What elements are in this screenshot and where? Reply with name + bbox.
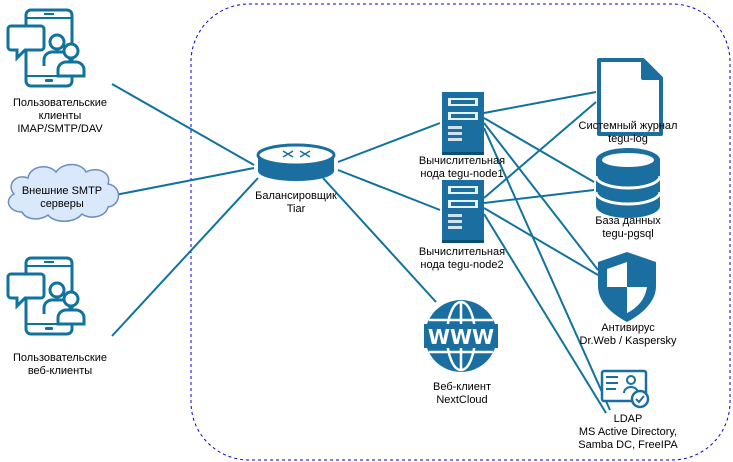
id-card-icon — [600, 369, 650, 409]
web-clients-label: Пользовательские веб-клиенты — [2, 352, 118, 378]
database-label: База данных tegu-pgsql — [566, 215, 690, 241]
database-label-line2: tegu-pgsql — [602, 228, 654, 240]
database-icon — [594, 148, 662, 218]
antivirus-label: Антивирус Dr.Web / Kaspersky — [566, 322, 690, 348]
node2-label: Вычислительная нода tegu-node2 — [406, 246, 518, 272]
nextcloud-label-line2: NextCloud — [436, 394, 488, 406]
ldap-label-line3: Samba DC, FreeIPA — [578, 439, 678, 451]
link-node1-ldap — [483, 127, 611, 411]
link-imap-balancer — [111, 83, 255, 166]
balancer-label: Балансировщик Tiar — [246, 190, 346, 216]
connection-lines — [111, 83, 611, 414]
link-node2-database — [483, 189, 595, 204]
link-web-balancer — [111, 177, 259, 337]
mobile-users-icon — [6, 8, 86, 88]
imap-clients-label-line1: Пользовательские — [13, 97, 107, 109]
link-node2-antivirus — [483, 207, 599, 276]
document-icon — [597, 58, 663, 136]
imap-clients-label: Пользовательские клиенты IMAP/SMTP/DAV — [2, 97, 118, 136]
link-balancer-nextcloud — [322, 177, 437, 303]
link-node2-syslog — [483, 101, 597, 199]
web-clients-label-line2: веб-клиенты — [27, 365, 93, 377]
database-label-line1: База данных — [595, 215, 661, 227]
smtp-servers-label: Внешние SMTP серверы — [4, 185, 120, 211]
node2-label-line2: нода tegu-node2 — [420, 259, 504, 271]
link-node1-syslog — [483, 91, 597, 114]
smtp-servers-label-line1: Внешние SMTP — [21, 185, 103, 197]
cluster-boundary — [190, 3, 731, 461]
link-balancer-node2 — [337, 169, 441, 211]
syslog-label-line1: Системный журнал — [578, 120, 678, 132]
ldap-label: LDAP MS Active Directory, Samba DC, Free… — [556, 413, 700, 452]
svg-text:WWW: WWW — [428, 325, 494, 349]
mobile-users-icon — [6, 256, 86, 336]
node1-label: Вычислительная нода tegu-node1 — [406, 155, 518, 181]
nextcloud-label: Веб-клиент NextCloud — [412, 381, 512, 407]
ldap-label-line1: LDAP — [613, 413, 643, 425]
cloud-icon — [7, 163, 120, 222]
ldap-label-line2: MS Active Directory, — [578, 426, 678, 438]
node1-label-line2: нода tegu-node1 — [420, 168, 504, 180]
router-icon — [256, 143, 336, 181]
syslog-label-line2: tegu-log — [608, 133, 648, 145]
nextcloud-label-line1: Веб-клиент — [432, 381, 492, 393]
www-globe-icon: WWW — [424, 300, 498, 372]
link-smtp-balancer — [114, 167, 255, 196]
balancer-label-line1: Балансировщик — [255, 190, 337, 202]
imap-clients-label-line2: клиенты — [38, 110, 82, 122]
smtp-servers-label-line2: серверы — [40, 198, 84, 210]
server-icon — [442, 180, 484, 243]
link-balancer-node1 — [337, 122, 441, 163]
shield-icon — [598, 252, 656, 322]
web-clients-label-line1: Пользовательские — [13, 352, 107, 364]
syslog-label: Системный журнал tegu-log — [566, 120, 690, 146]
imap-clients-label-line3: IMAP/SMTP/DAV — [17, 123, 103, 135]
server-icon — [442, 92, 484, 155]
balancer-label-line2: Tiar — [286, 203, 306, 215]
link-node2-ldap — [483, 213, 607, 414]
node1-label-line1: Вычислительная — [418, 155, 506, 167]
antivirus-label-line2: Dr.Web / Kaspersky — [579, 335, 677, 347]
node2-label-line1: Вычислительная — [418, 246, 506, 258]
antivirus-label-line1: Антивирус — [601, 322, 655, 334]
